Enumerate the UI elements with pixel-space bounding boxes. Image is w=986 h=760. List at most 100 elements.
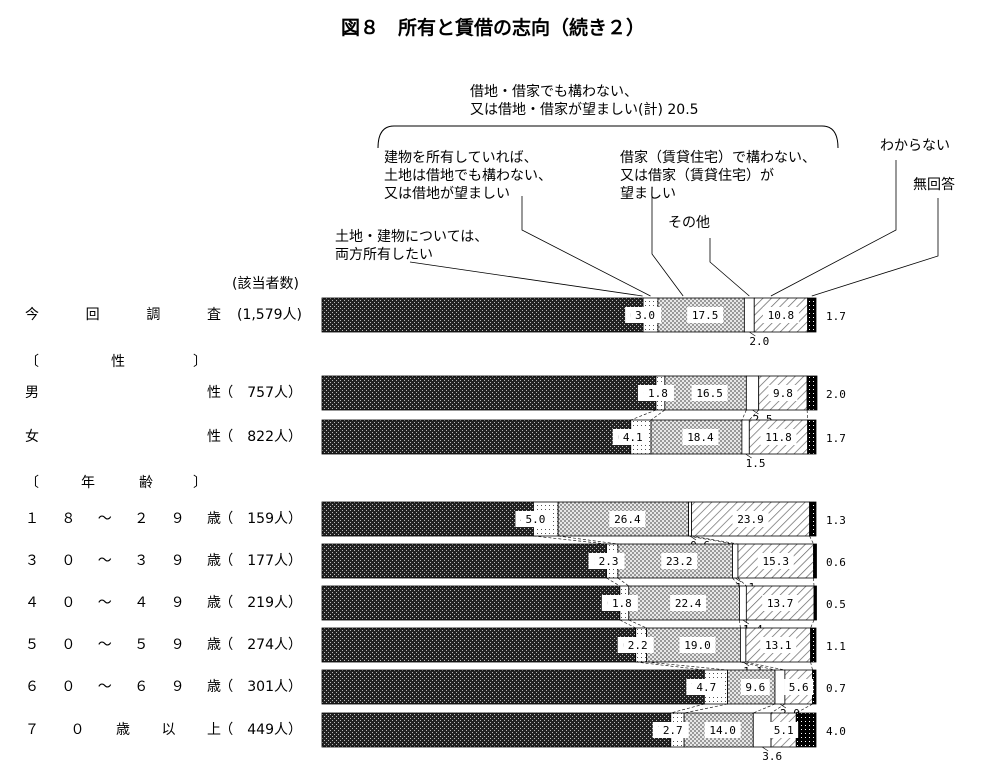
row-label-char: ０	[61, 637, 75, 653]
legend-label: 無回答	[913, 176, 955, 193]
value-label: 0.5	[826, 598, 846, 611]
value-label: 13.7	[767, 597, 794, 610]
legend-label: その他	[668, 215, 710, 231]
bar-segment	[741, 419, 750, 455]
bar-segment	[795, 712, 817, 748]
row-label-char: 〔	[25, 475, 39, 491]
connector-line	[732, 577, 740, 587]
bar-segment	[321, 669, 705, 705]
value-label-box	[682, 429, 719, 445]
connector-line	[635, 661, 705, 671]
value-label-box	[661, 553, 698, 569]
leader-line	[709, 238, 750, 297]
connector-line	[606, 577, 621, 587]
bar-segment	[321, 501, 534, 537]
legend-label: 両方所有したい	[335, 247, 433, 263]
leader-line	[409, 261, 643, 297]
bar-segment	[321, 543, 607, 579]
bar-segment	[807, 419, 817, 455]
connector-line	[796, 703, 813, 714]
row-label-char: ６	[25, 679, 39, 695]
row-label-char: 〕	[193, 475, 207, 491]
value-label: 1.5	[746, 457, 766, 470]
connector-line	[558, 535, 618, 545]
row-label-char: 歳	[207, 637, 221, 653]
row-label-char: 年	[81, 475, 95, 491]
legend-label: 望ましい	[620, 186, 676, 202]
bar-segment	[745, 375, 760, 411]
value-label-box	[762, 595, 799, 611]
row-label-char: ０	[71, 722, 85, 738]
row-label-char: ０	[61, 553, 75, 569]
row-count: （ 301人）	[219, 679, 302, 695]
bar-segment	[688, 501, 692, 537]
connector-line	[753, 703, 776, 714]
leader-line	[735, 577, 742, 583]
row-label-char: ５	[134, 637, 148, 653]
bar-segment	[752, 712, 772, 748]
chart-bars: 65.03.017.52.010.81.767.61.816.52.59.82.…	[321, 297, 846, 760]
row-label-char: ～	[98, 679, 112, 695]
value-label: 18.4	[687, 431, 714, 444]
leader-line	[770, 160, 897, 297]
bar-segment	[321, 419, 632, 455]
value-label: 13.1	[765, 639, 792, 652]
row-label-char: ～	[98, 511, 112, 527]
value-label-box	[762, 307, 799, 323]
value-label-box	[760, 429, 797, 445]
value-label-box	[687, 307, 724, 323]
connector-line	[628, 619, 647, 629]
bar-segment	[321, 297, 644, 333]
row-label-char: ９	[171, 553, 185, 569]
row-label-char: 回	[86, 307, 100, 323]
row-label-char: ３	[134, 553, 148, 569]
row-label-char: ～	[98, 637, 112, 653]
row-label-char: 今	[25, 307, 39, 323]
row-count: （ 159人）	[219, 511, 302, 527]
value-label-box	[607, 595, 637, 611]
value-label: 23.2	[666, 555, 693, 568]
row-label-char: ９	[171, 637, 185, 653]
row-label-char: ６	[134, 679, 148, 695]
row-label-char: ２	[134, 511, 148, 527]
value-label-box	[769, 722, 799, 738]
row-label-char: 査	[207, 307, 221, 323]
row-label-char: 性	[207, 385, 221, 401]
connector-line	[740, 661, 776, 671]
value-label-box	[732, 511, 769, 527]
value-label-box	[520, 511, 550, 527]
leader-line	[752, 409, 759, 415]
bar-segment	[810, 627, 817, 663]
value-label: 1.3	[826, 514, 846, 527]
connector-line	[630, 409, 657, 421]
leader-line	[749, 331, 756, 337]
value-label-box	[757, 553, 794, 569]
row-count: （ 219人）	[219, 595, 302, 611]
connector-line	[741, 409, 747, 421]
value-label: 19.0	[684, 639, 711, 652]
bar-segment	[813, 543, 817, 579]
value-label: 5.6	[789, 681, 809, 694]
bar-segment	[774, 669, 786, 705]
leader-line	[779, 703, 787, 709]
row-label-char: ５	[25, 637, 39, 653]
row-label-char: ０	[61, 595, 75, 611]
row-label-char: ９	[171, 679, 185, 695]
value-label-box	[704, 722, 741, 738]
row-label-char: ９	[171, 595, 185, 611]
connector-line	[810, 619, 815, 629]
connector-line	[737, 577, 747, 587]
value-label: 9.8	[773, 387, 793, 400]
value-label: 1.7	[826, 432, 846, 445]
legend-label: 土地は借地でも構わない、	[384, 168, 552, 184]
row-label-char: ～	[98, 553, 112, 569]
legend-label: 又は借地が望ましい	[384, 186, 510, 202]
legend-callouts: 借地・借家でも構わない、又は借地・借家が望ましい(計) 20.5建物を所有してい…	[335, 83, 955, 297]
value-label: 1.8	[612, 597, 632, 610]
value-label: 0.6	[826, 556, 846, 569]
row-label-char: 上	[207, 722, 221, 738]
value-label: 5.1	[774, 724, 794, 737]
value-label-box	[609, 511, 646, 527]
leader-line	[811, 198, 939, 297]
value-label-box	[740, 679, 770, 695]
